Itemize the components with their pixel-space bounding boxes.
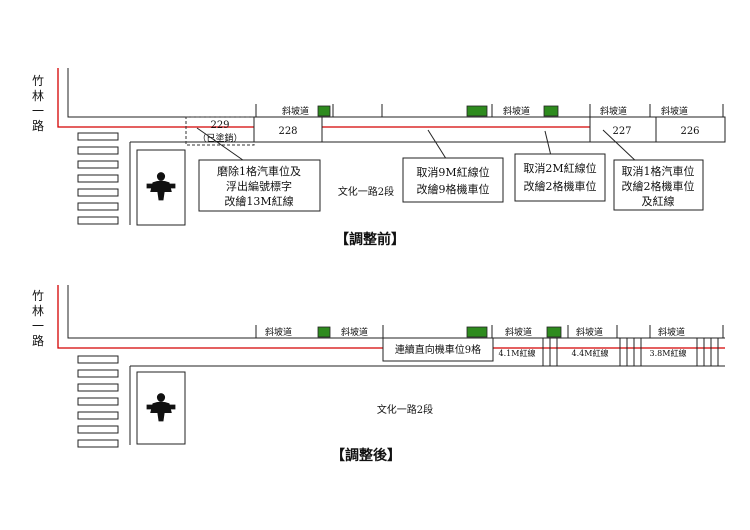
cross-road-char-1: 竹 bbox=[32, 289, 44, 303]
after-section: 竹 林 一 路 斜坡道 斜坡道 斜坡道 斜坡道 斜坡道 連續直向機車位9格 bbox=[32, 285, 725, 464]
lot-229-note: （已塗銷） bbox=[197, 132, 242, 144]
ramp-label-1: 斜坡道 bbox=[282, 105, 309, 117]
cross-road-char-2: 林 bbox=[32, 89, 44, 103]
lot-229-number: 229 bbox=[210, 120, 229, 131]
red-line-label-3: 3.8M紅線 bbox=[650, 348, 687, 358]
cross-road-char-3: 一 bbox=[32, 319, 44, 333]
lot-226 bbox=[655, 116, 726, 143]
callout-3-box bbox=[514, 153, 606, 202]
callout-4-line-2: 改繪2格機車位 bbox=[622, 179, 695, 193]
section-title-before: 【調整前】 bbox=[335, 231, 405, 248]
callout-1-box bbox=[198, 159, 321, 212]
section-title-after: 【調整後】 bbox=[331, 447, 401, 464]
cross-road-char-3: 一 bbox=[32, 104, 44, 118]
ramp-label-3: 斜坡道 bbox=[505, 326, 532, 338]
callout-4-line-1: 取消1格汽車位 bbox=[622, 164, 695, 178]
lot-228 bbox=[253, 116, 323, 143]
green-block-3 bbox=[543, 105, 559, 117]
road-edge-top bbox=[67, 285, 725, 339]
ramp-label-1: 斜坡道 bbox=[265, 326, 292, 338]
road-edge-top bbox=[67, 68, 725, 118]
callout-1-pointer bbox=[196, 127, 251, 166]
ramp-ticks bbox=[255, 104, 724, 117]
ramp-ticks bbox=[255, 325, 724, 338]
scooter-parking-label: 連續直向機車位9格 bbox=[395, 343, 481, 356]
cross-road-char-4: 路 bbox=[32, 118, 44, 133]
green-block-2 bbox=[466, 326, 488, 338]
red-curb-line bbox=[57, 285, 725, 349]
ramp-label-2: 斜坡道 bbox=[341, 326, 368, 338]
red-line-label-2: 4.4M紅線 bbox=[572, 348, 609, 358]
crosswalk bbox=[77, 355, 119, 448]
callout-4-line-3: 及紅線 bbox=[642, 194, 675, 208]
lot-227-number: 227 bbox=[612, 126, 631, 137]
scooter-slots-2 bbox=[542, 338, 558, 367]
cross-road-char-1: 竹 bbox=[32, 74, 44, 88]
red-curb-line bbox=[57, 68, 725, 128]
scooter-slots-4 bbox=[696, 338, 719, 367]
callout-2-box bbox=[402, 157, 504, 203]
cross-road-char-4: 路 bbox=[32, 333, 44, 348]
ramp-label-2: 斜坡道 bbox=[503, 105, 530, 117]
lot-228-number: 228 bbox=[278, 126, 297, 137]
callout-3-line-2: 改繪2格機車位 bbox=[524, 179, 597, 193]
callout-1-line-3: 改繪13M紅線 bbox=[224, 194, 293, 208]
main-road-label: 文化一路2段 bbox=[338, 185, 394, 198]
callout-1-line-1: 磨除1格汽車位及 bbox=[217, 164, 301, 178]
cross-road-char-2: 林 bbox=[32, 304, 44, 318]
lot-226-number: 226 bbox=[680, 126, 699, 137]
callout-4-box bbox=[613, 159, 704, 211]
scooter-parking-box bbox=[382, 337, 494, 362]
main-road-label: 文化一路2段 bbox=[377, 403, 433, 416]
before-section: 竹 林 一 路 斜坡道 斜坡道 斜坡道 斜坡道 bbox=[32, 68, 726, 248]
ramp-label-4: 斜坡道 bbox=[576, 326, 603, 338]
green-block-1 bbox=[317, 326, 331, 338]
callout-3-line-1: 取消2M紅線位 bbox=[523, 161, 596, 175]
callout-2-line-1: 取消9M紅線位 bbox=[416, 165, 489, 179]
ramp-label-5: 斜坡道 bbox=[658, 326, 685, 338]
green-block-3 bbox=[546, 326, 562, 338]
callout-1-line-2: 浮出編號標字 bbox=[226, 179, 292, 193]
callout-4-pointer bbox=[602, 129, 641, 166]
green-block-1 bbox=[317, 105, 331, 117]
red-line-label-1: 4.1M紅線 bbox=[499, 348, 536, 358]
ramp-label-4: 斜坡道 bbox=[661, 105, 688, 117]
ramp-label-3: 斜坡道 bbox=[600, 105, 627, 117]
lot-227 bbox=[589, 116, 657, 143]
callout-2-line-2: 改繪9格機車位 bbox=[417, 182, 490, 196]
crosswalk bbox=[77, 132, 119, 225]
green-block-2 bbox=[466, 105, 488, 117]
scooter-slots-3 bbox=[619, 338, 642, 367]
